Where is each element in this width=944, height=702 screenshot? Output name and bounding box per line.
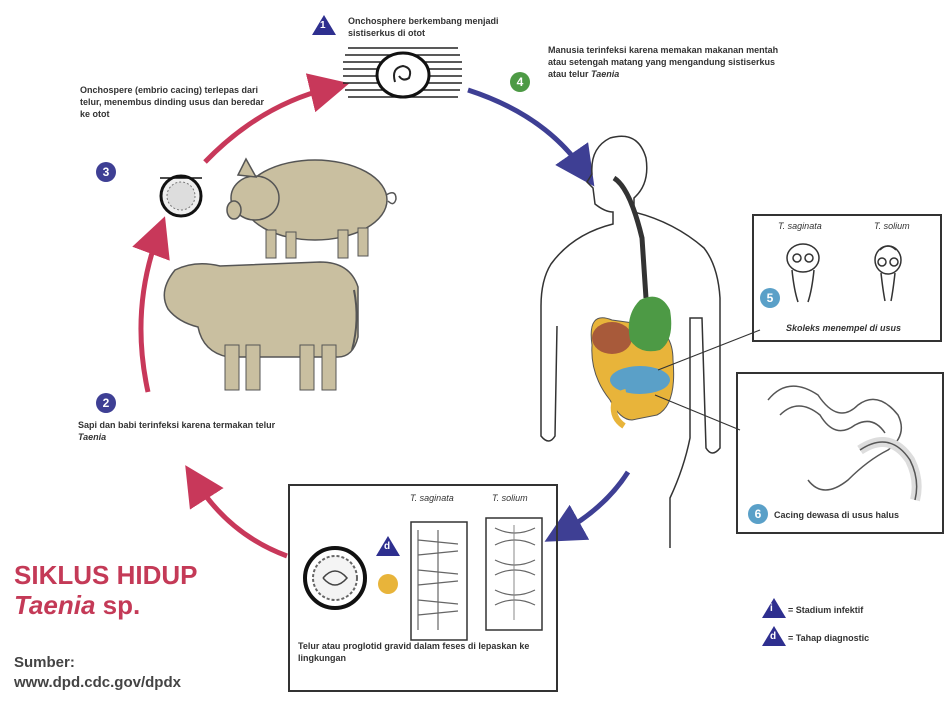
scolex-caption: Skoleks menempel di usus <box>786 322 901 334</box>
muscle-cyst-icon <box>343 48 462 97</box>
legend-diagnostic-text: = Tahap diagnostic <box>788 632 869 644</box>
eggs-yellow-badge <box>378 574 398 594</box>
step-4-badge: 4 <box>510 72 530 92</box>
step-2-text: Sapi dan babi terinfeksi karena termakan… <box>78 419 278 443</box>
eggs-label-saginata: T. saginata <box>410 492 454 504</box>
step-1-text: Onchosphere berkembang menjadi sistiserk… <box>348 15 528 39</box>
diagnostic-stage-icon: d <box>376 536 400 556</box>
source-label: Sumber: <box>14 653 181 673</box>
scolex-label-solium: T. solium <box>874 220 910 232</box>
source: Sumber: www.dpd.cdc.gov/dpdx <box>14 653 181 693</box>
oncosphere-icon <box>160 176 202 216</box>
title-suffix: sp. <box>95 590 140 620</box>
legend-diagnostic-icon: d <box>762 626 786 646</box>
legend-infective-text: = Stadium infektif <box>788 604 863 616</box>
title-genus: Taenia <box>14 590 95 620</box>
step-4-text: Manusia terinfeksi karena memakan makana… <box>548 44 793 80</box>
infective-stage-1-icon: 1 <box>312 15 336 35</box>
arrow-human-to-eggs <box>562 472 628 532</box>
legend-infective-icon: i <box>762 598 786 618</box>
arrow-1-to-4 <box>468 90 583 170</box>
step-2-text-body: Sapi dan babi terinfeksi karena termakan… <box>78 420 275 430</box>
title-line-2: Taenia sp. <box>14 590 197 620</box>
adult-worm-box: 6 Cacing dewasa di usus halus <box>736 372 944 534</box>
source-url[interactable]: www.dpd.cdc.gov/dpdx <box>14 673 181 693</box>
scolex-box: T. saginata T. solium 5 Skoleks menempel… <box>752 214 942 342</box>
step-5-badge: 5 <box>760 288 780 308</box>
step-3-text: Onchospere (embrio cacing) terlepas dari… <box>80 84 270 120</box>
eggs-caption: Telur atau proglotid gravid dalam feses … <box>298 640 538 664</box>
legend: i = Stadium infektif d = Tahap diagnosti… <box>760 596 930 656</box>
page-title: SIKLUS HIDUP Taenia sp. <box>14 560 197 620</box>
pig-icon <box>227 159 396 258</box>
scolex-label-saginata: T. saginata <box>778 220 822 232</box>
step-3-badge: 3 <box>96 162 116 182</box>
step-4-text-body: Manusia terinfeksi karena memakan makana… <box>548 45 778 79</box>
arrow-eggs-to-2 <box>196 482 287 556</box>
eggs-box: T. saginata T. solium d Telur atau progl… <box>288 484 558 692</box>
step-6-badge: 6 <box>748 504 768 524</box>
step-4-genus: Taenia <box>591 69 619 79</box>
eggs-label-solium: T. solium <box>492 492 528 504</box>
step-2-genus: Taenia <box>78 432 106 442</box>
title-line-1: SIKLUS HIDUP <box>14 560 197 590</box>
arrow-2-to-3 <box>141 235 158 392</box>
cow-icon <box>164 262 358 390</box>
human-silhouette-icon <box>541 136 720 548</box>
adult-worm-caption: Cacing dewasa di usus halus <box>774 509 899 521</box>
step-2-badge: 2 <box>96 393 116 413</box>
